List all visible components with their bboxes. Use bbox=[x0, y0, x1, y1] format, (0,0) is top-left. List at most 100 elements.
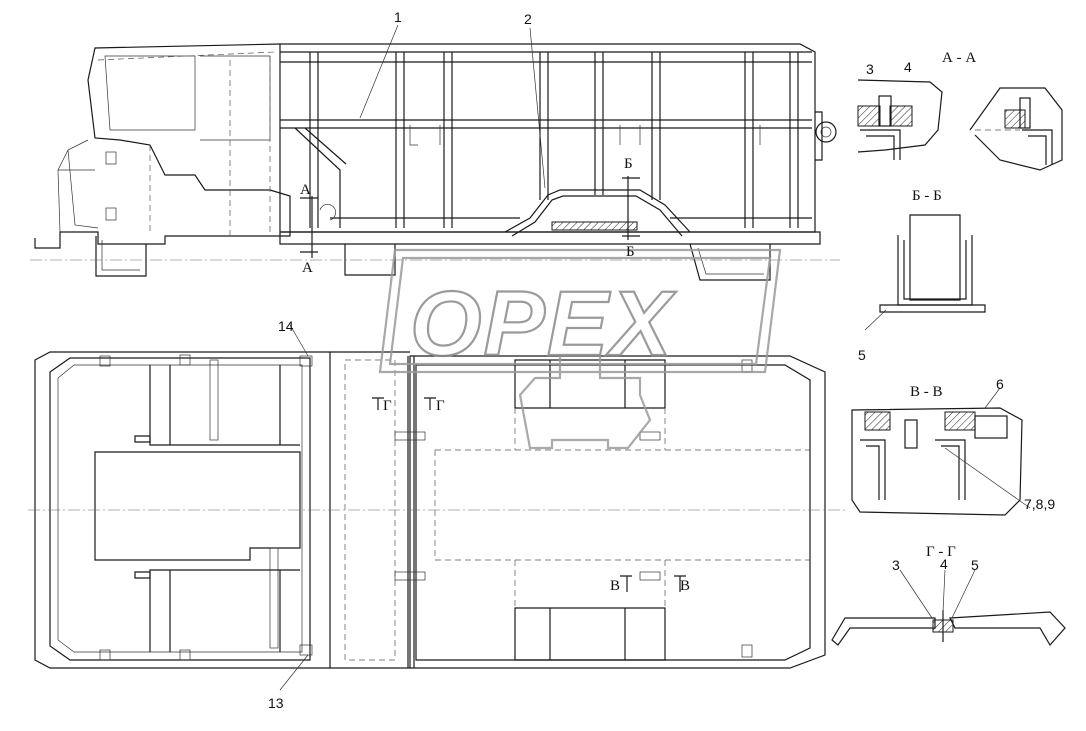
wheel-well-bottom bbox=[514, 607, 666, 661]
body-hidden-lines bbox=[434, 408, 810, 608]
body-roof bbox=[279, 43, 816, 233]
cab-outline bbox=[34, 43, 291, 249]
section-v-label-left: В bbox=[610, 578, 620, 594]
callout-4-gg: 4 bbox=[940, 556, 948, 572]
callout-2: 2 bbox=[524, 11, 532, 27]
aa-profile bbox=[860, 129, 901, 160]
body-plan-inner bbox=[415, 364, 811, 661]
view-title-aa: А - А bbox=[942, 50, 976, 66]
section-a-label-bottom: А bbox=[302, 260, 313, 276]
watermark-text: OPEX bbox=[410, 273, 676, 375]
detail-view-vv bbox=[851, 407, 1031, 516]
cab-upper-seat bbox=[149, 365, 300, 446]
callout-13: 13 bbox=[268, 695, 284, 711]
wheel-arch bbox=[504, 189, 691, 233]
gap-dash bbox=[344, 359, 396, 661]
bb-channel-inner bbox=[903, 240, 967, 300]
hitch-plate bbox=[815, 111, 823, 161]
cab-lower-seat bbox=[149, 569, 300, 652]
labels: 1 2 3 4 5 6 7,8,9 3 4 5 13 14 А А Б Б В … bbox=[268, 9, 1055, 711]
gg-right-part bbox=[949, 611, 1066, 647]
section-v-marks bbox=[620, 575, 686, 592]
body-mid-rail bbox=[280, 119, 812, 129]
callout-7-8-9: 7,8,9 bbox=[1024, 496, 1055, 512]
callout-4-aa: 4 bbox=[904, 59, 912, 75]
section-g-label-left: Г bbox=[383, 398, 392, 414]
cab-engine-cover bbox=[94, 451, 301, 561]
callout-1: 1 bbox=[394, 9, 402, 25]
arch-floor-section bbox=[551, 221, 638, 231]
callout-6: 6 bbox=[996, 376, 1004, 392]
plan-view bbox=[28, 351, 845, 669]
view-title-bb: Б - Б bbox=[912, 188, 942, 204]
section-a-detail-circle bbox=[319, 204, 336, 221]
cab-post bbox=[209, 359, 219, 441]
cab-side-bracket bbox=[134, 435, 151, 579]
aa-hatch-1 bbox=[857, 105, 881, 127]
callout-5-bb: 5 bbox=[858, 347, 866, 363]
cab-front bbox=[57, 139, 99, 233]
cab-plan-inner2 bbox=[57, 364, 303, 653]
section-b-label-bottom: Б bbox=[626, 244, 635, 260]
aa-right-profile bbox=[1022, 129, 1053, 165]
side-elevation-view bbox=[30, 43, 840, 281]
cab-hidden-lines bbox=[97, 51, 276, 236]
vv-hatch-1 bbox=[864, 411, 891, 431]
cab-latch bbox=[105, 151, 117, 165]
body-posts bbox=[309, 52, 799, 228]
watermark-frame bbox=[378, 248, 782, 374]
vv-bolt bbox=[904, 419, 918, 449]
seat-handles bbox=[409, 125, 761, 146]
rear-hitch bbox=[815, 121, 837, 143]
section-g-label-right: Г bbox=[436, 398, 445, 414]
chassis-frame bbox=[279, 231, 821, 245]
gg-left-part bbox=[831, 617, 936, 646]
vv-profile-right bbox=[935, 439, 966, 500]
bb-flange bbox=[879, 304, 986, 313]
cab-latch bbox=[105, 207, 117, 221]
vv-leader bbox=[944, 447, 1031, 509]
vv-outline bbox=[851, 407, 1023, 516]
wheel-arch-inner bbox=[511, 195, 683, 237]
leader-5 bbox=[864, 309, 887, 331]
watermark-gear bbox=[518, 353, 652, 450]
aa-bolt bbox=[878, 95, 892, 127]
callout-14: 14 bbox=[278, 318, 294, 334]
bb-panel bbox=[909, 214, 961, 301]
detail-view-aa bbox=[857, 79, 1063, 171]
section-v-label-right: В bbox=[680, 578, 690, 594]
plan-brackets bbox=[99, 354, 753, 661]
cab-step-inner bbox=[101, 240, 140, 271]
watermark: OPEX bbox=[378, 248, 782, 450]
detail-view-gg bbox=[831, 569, 1066, 647]
section-b-label-top: Б bbox=[624, 156, 633, 172]
section-g-marks bbox=[372, 397, 436, 410]
leader-13 bbox=[279, 654, 309, 691]
diagonal-brace bbox=[294, 127, 347, 228]
gg-leaders bbox=[899, 569, 976, 619]
bb-channel-outer bbox=[897, 235, 973, 306]
aa-left-body bbox=[857, 79, 943, 153]
callout-3-aa: 3 bbox=[866, 61, 874, 77]
vv-hatch-2 bbox=[944, 411, 976, 431]
detail-view-bb bbox=[879, 214, 986, 313]
body-roof-rail bbox=[280, 51, 812, 63]
callout-3-gg: 3 bbox=[892, 557, 900, 573]
aa-hatch-2 bbox=[889, 105, 913, 127]
aa-right-hatch bbox=[1004, 109, 1026, 129]
chassis-step bbox=[344, 244, 396, 276]
body-plan-outline bbox=[409, 355, 826, 669]
view-title-vv: В - В bbox=[910, 384, 943, 400]
rear-step-inner bbox=[697, 247, 764, 275]
cab-body-gap bbox=[330, 351, 415, 669]
cab-plan-inner bbox=[49, 357, 311, 661]
cab-window bbox=[104, 55, 271, 141]
leader-2 bbox=[529, 27, 546, 189]
watermark-frame-inner bbox=[388, 256, 772, 366]
section-a-arrows bbox=[300, 197, 318, 253]
vv-profile-left bbox=[860, 439, 886, 500]
view-title-gg: Г - Г bbox=[926, 544, 956, 560]
leader-6 bbox=[984, 387, 1001, 409]
aa-right-body bbox=[969, 87, 1063, 171]
